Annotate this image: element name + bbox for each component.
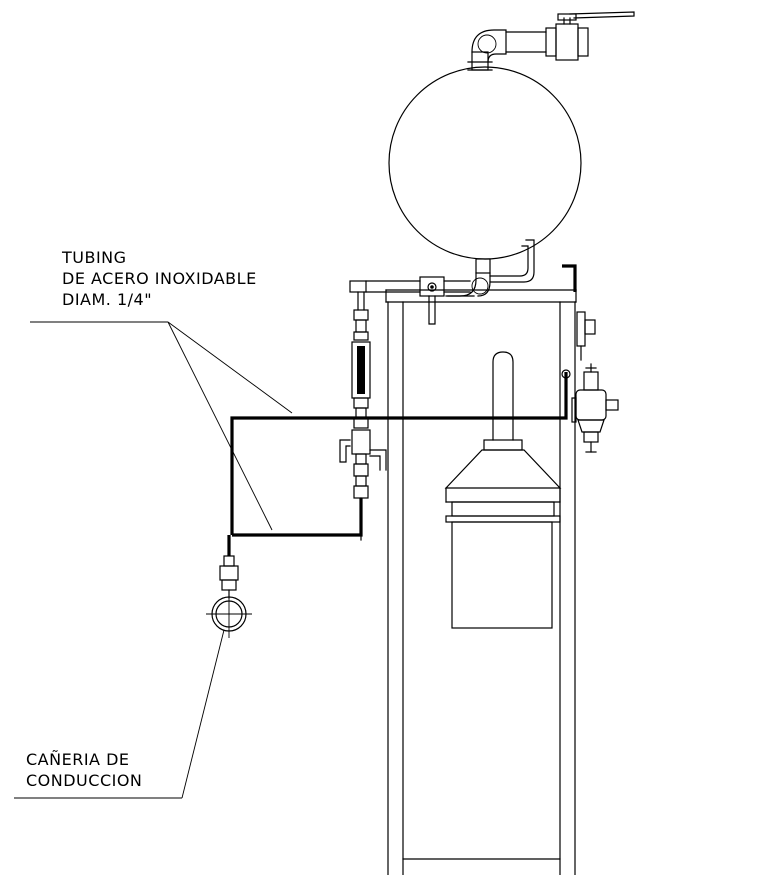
- top-outlet-assembly: [467, 11, 635, 71]
- tubing-label-line2: DE ACERO INOXIDABLE: [62, 269, 257, 288]
- filter-vessel: [444, 351, 562, 629]
- pipe-label-line1: CAÑERIA DE: [26, 750, 130, 769]
- sphere-bottom-piping: [349, 272, 491, 325]
- spherical-tank: [388, 66, 582, 283]
- stainless-tubing: [227, 264, 577, 556]
- support-frame: [385, 289, 577, 875]
- annotations: TUBING DE ACERO INOXIDABLE DIAM. 1/4" CA…: [26, 248, 257, 790]
- tubing-label-line3: DIAM. 1/4": [62, 290, 152, 309]
- tubing-label-line1: TUBING: [61, 248, 127, 267]
- pressure-regulator: [561, 363, 619, 453]
- flow-meter-line: [339, 291, 387, 541]
- leader-lines: [14, 321, 293, 799]
- conduction-pipe-section: [206, 555, 252, 638]
- pipe-label-line2: CONDUCCION: [26, 771, 142, 790]
- side-gauge: [576, 311, 596, 361]
